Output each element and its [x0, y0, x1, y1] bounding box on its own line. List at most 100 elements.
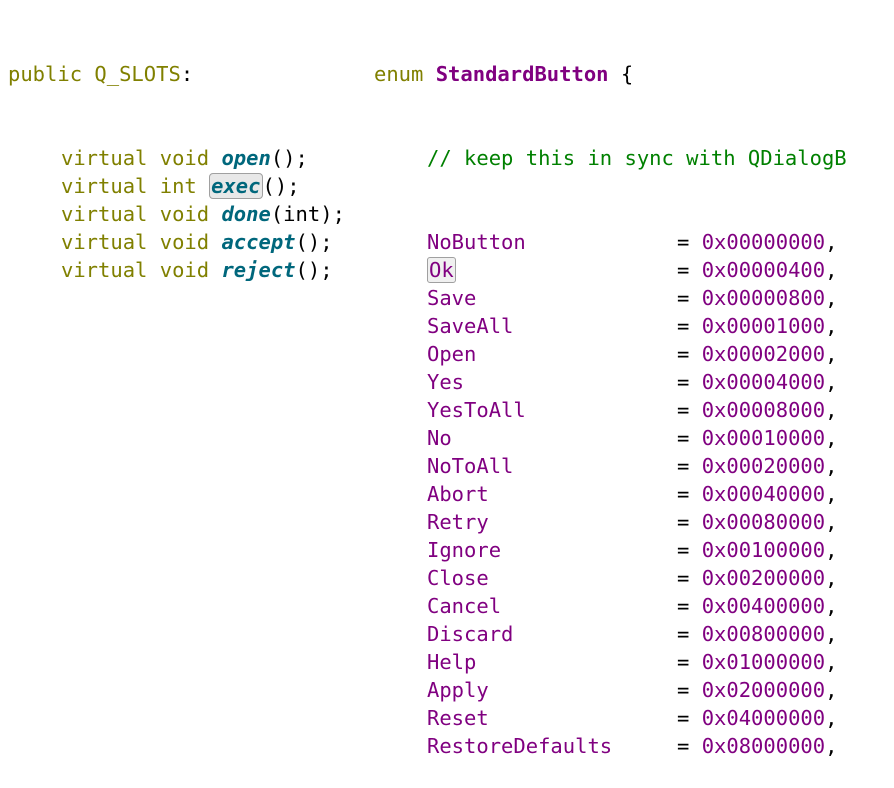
- return-type: void: [159, 230, 210, 254]
- statement-end: ;: [320, 230, 333, 254]
- comma: ,: [825, 230, 838, 254]
- enum-value: 0x00008000: [701, 398, 826, 422]
- slots-header-line: public Q_SLOTS:: [8, 60, 345, 88]
- enum-value: 0x00000000: [701, 230, 826, 254]
- equals-sign: =: [677, 594, 690, 618]
- enum-values: NoButton = 0x00000000, Ok = 0x00000400, Save…: [374, 228, 894, 760]
- enum-name-nobutton[interactable]: NoButton: [427, 230, 526, 254]
- function-name-reject[interactable]: reject: [221, 258, 296, 282]
- enum-name-open[interactable]: Open: [427, 342, 477, 366]
- equals-sign: =: [677, 734, 690, 758]
- enum-value: 0x00100000: [701, 538, 826, 562]
- enum-name-yestoall[interactable]: YesToAll: [427, 398, 526, 422]
- enum-value: 0x00200000: [701, 566, 826, 590]
- equals-sign: =: [677, 538, 690, 562]
- enum-name-retry[interactable]: Retry: [427, 510, 489, 534]
- enum-line-ok: Ok = 0x00000400,: [374, 256, 894, 284]
- enum-name-saveall[interactable]: SaveAll: [427, 314, 514, 338]
- enum-name-restoredefaults[interactable]: RestoreDefaults: [427, 734, 613, 758]
- enum-value: 0x00000800: [701, 286, 826, 310]
- enum-value: 0x00020000: [701, 454, 826, 478]
- slots-code-pane[interactable]: public Q_SLOTS: virtual void open();virt…: [8, 4, 345, 312]
- equals-sign: =: [677, 258, 690, 282]
- enum-value: 0x04000000: [701, 706, 826, 730]
- enum-value: 0x00000400: [701, 258, 826, 282]
- enum-line-ignore: Ignore = 0x00100000,: [374, 536, 894, 564]
- equals-sign: =: [677, 314, 690, 338]
- equals-sign: =: [677, 426, 690, 450]
- comma: ,: [825, 734, 838, 758]
- enum-line-yestoall: YesToAll = 0x00008000,: [374, 396, 894, 424]
- equals-sign: =: [677, 566, 690, 590]
- enum-keyword: enum: [374, 62, 424, 86]
- equals-sign: =: [677, 622, 690, 646]
- enum-name-yes[interactable]: Yes: [427, 370, 465, 394]
- function-name-open[interactable]: open: [221, 146, 271, 170]
- slot-line-accept: virtual void accept();: [8, 228, 345, 256]
- comma: ,: [825, 706, 838, 730]
- argument-list: (): [295, 258, 321, 282]
- enum-code-pane[interactable]: enum StandardButton { // keep this in sy…: [374, 4, 894, 788]
- statement-end: ;: [332, 202, 345, 226]
- enum-header-line: enum StandardButton {: [374, 60, 894, 88]
- virtual-keyword: virtual: [61, 230, 148, 254]
- slot-declarations: virtual void open();virtual int exec();v…: [8, 144, 345, 284]
- slot-line-reject: virtual void reject();: [8, 256, 345, 284]
- comma: ,: [825, 538, 838, 562]
- enum-name-discard[interactable]: Discard: [427, 622, 514, 646]
- comma: ,: [825, 622, 838, 646]
- enum-name-help[interactable]: Help: [427, 650, 477, 674]
- enum-name-save[interactable]: Save: [427, 286, 477, 310]
- return-type: void: [159, 146, 210, 170]
- enum-open-brace: {: [620, 62, 634, 86]
- virtual-keyword: virtual: [61, 202, 148, 226]
- enum-value: 0x02000000: [701, 678, 826, 702]
- enum-line-notoall: NoToAll = 0x00020000,: [374, 452, 894, 480]
- comma: ,: [825, 510, 838, 534]
- enum-value: 0x00004000: [701, 370, 826, 394]
- enum-line-apply: Apply = 0x02000000,: [374, 676, 894, 704]
- enum-line-cancel: Cancel= 0x00400000,: [374, 592, 894, 620]
- enum-line-close: Close= 0x00200000,: [374, 564, 894, 592]
- enum-line-nobutton: NoButton = 0x00000000,: [374, 228, 894, 256]
- enum-name-reset[interactable]: Reset: [427, 706, 489, 730]
- enum-name-ok[interactable]: Ok: [427, 257, 456, 283]
- enum-value: 0x00002000: [701, 342, 826, 366]
- function-name-exec[interactable]: exec: [209, 173, 263, 199]
- comma: ,: [825, 314, 838, 338]
- return-type: int: [159, 174, 197, 198]
- statement-end: ;: [287, 174, 300, 198]
- slot-line-exec: virtual int exec();: [8, 172, 345, 200]
- enum-name-ignore[interactable]: Ignore: [427, 538, 502, 562]
- comma: ,: [825, 286, 838, 310]
- return-type: void: [159, 202, 210, 226]
- enum-line-discard: Discard= 0x00800000,: [374, 620, 894, 648]
- enum-name-abort[interactable]: Abort: [427, 482, 489, 506]
- comma: ,: [825, 398, 838, 422]
- comma: ,: [825, 454, 838, 478]
- equals-sign: =: [677, 678, 690, 702]
- equals-sign: =: [677, 230, 690, 254]
- enum-name-notoall[interactable]: NoToAll: [427, 454, 514, 478]
- function-name-done[interactable]: done: [221, 202, 271, 226]
- equals-sign: =: [677, 482, 690, 506]
- enum-value: 0x00080000: [701, 510, 826, 534]
- sync-comment-line: // keep this in sync with QDialogB: [374, 144, 894, 172]
- enum-value: 0x01000000: [701, 650, 826, 674]
- enum-name-no[interactable]: No: [427, 426, 452, 450]
- enum-name-apply[interactable]: Apply: [427, 678, 489, 702]
- function-name-accept[interactable]: accept: [221, 230, 296, 254]
- header-colon: :: [180, 62, 194, 86]
- enum-line-yes: Yes= 0x00004000,: [374, 368, 894, 396]
- return-type: void: [159, 258, 210, 282]
- equals-sign: =: [677, 398, 690, 422]
- enum-name-cancel[interactable]: Cancel: [427, 594, 502, 618]
- enum-name-close[interactable]: Close: [427, 566, 489, 590]
- equals-sign: =: [677, 650, 690, 674]
- comma: ,: [825, 258, 838, 282]
- comma: ,: [825, 678, 838, 702]
- slot-line-done: virtual void done(int);: [8, 200, 345, 228]
- equals-sign: =: [677, 454, 690, 478]
- argument-list: (int): [270, 202, 333, 226]
- equals-sign: =: [677, 510, 690, 534]
